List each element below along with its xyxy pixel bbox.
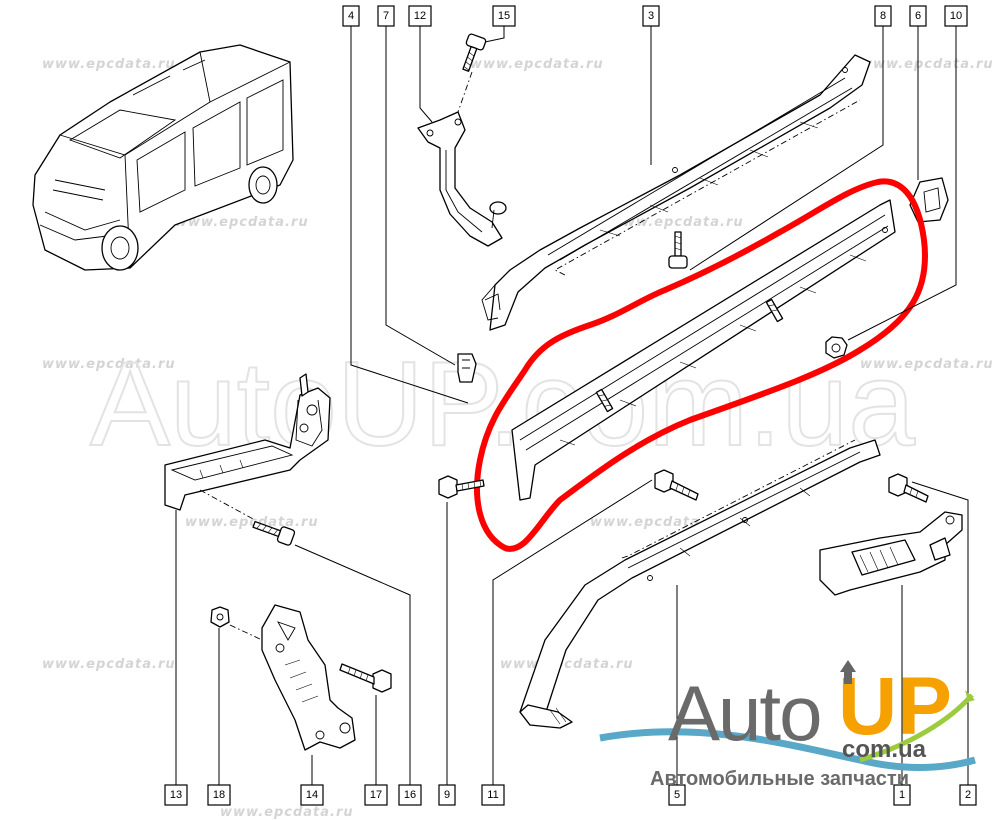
callout-number: 7 bbox=[383, 10, 389, 22]
bolt-icon bbox=[888, 473, 929, 503]
watermark-site-text: www.epcdata.ru bbox=[590, 515, 724, 530]
callout-number: 5 bbox=[674, 789, 680, 801]
watermark-site-text: www.epcdata.ru bbox=[220, 805, 354, 820]
bolt-icon bbox=[339, 663, 392, 693]
watermark-site-text: www.epcdata.ru bbox=[42, 57, 176, 72]
logo-domain-text: com.ua bbox=[842, 736, 927, 763]
callout-11: 11 bbox=[481, 784, 505, 806]
clip-icon bbox=[457, 353, 477, 383]
callout-12: 12 bbox=[408, 5, 432, 27]
part-13-hinge-bracket bbox=[164, 373, 331, 511]
logo-auto-text: Auto bbox=[668, 669, 820, 757]
bolt-icon bbox=[654, 469, 699, 501]
callout-10: 10 bbox=[944, 5, 968, 27]
callout-number: 16 bbox=[404, 789, 416, 801]
watermark-site-text: www.epcdata.ru bbox=[470, 57, 604, 72]
bolt-icon bbox=[668, 231, 688, 269]
callout-16: 16 bbox=[398, 784, 422, 806]
callout-number: 11 bbox=[487, 789, 498, 801]
callout-number: 14 bbox=[306, 789, 318, 801]
callout-number: 3 bbox=[648, 10, 654, 22]
assembly-line bbox=[229, 624, 263, 641]
callout-18: 18 bbox=[207, 784, 231, 806]
leader-lines bbox=[175, 26, 969, 785]
assembly-line bbox=[621, 439, 856, 559]
highlighted-rail bbox=[511, 199, 896, 501]
callout-3: 3 bbox=[642, 5, 660, 27]
callout-number: 9 bbox=[444, 789, 450, 801]
callout-4: 4 bbox=[342, 5, 360, 27]
callout-number: 10 bbox=[950, 10, 962, 22]
assembly-line bbox=[554, 99, 861, 276]
callout-17: 17 bbox=[364, 784, 388, 806]
callout-8: 8 bbox=[874, 5, 892, 27]
bolt-icon bbox=[765, 298, 784, 323]
bolt-icon bbox=[252, 520, 296, 546]
callout-1: 1 bbox=[893, 784, 911, 806]
callout-14: 14 bbox=[300, 784, 324, 806]
callout-number: 6 bbox=[915, 10, 921, 22]
nut-icon bbox=[210, 606, 230, 628]
callout-9: 9 bbox=[438, 784, 456, 806]
logo-swoosh-green bbox=[859, 693, 974, 763]
callout-number: 17 bbox=[370, 789, 382, 801]
nut-icon bbox=[825, 336, 848, 359]
callout-6: 6 bbox=[909, 5, 927, 27]
watermark-site-text: www.epcdata.ru bbox=[175, 215, 309, 230]
callout-15: 15 bbox=[492, 5, 516, 27]
watermark-site-text: www.epcdata.ru bbox=[610, 215, 744, 230]
assembly-line bbox=[457, 71, 473, 113]
callout-number: 13 bbox=[170, 789, 182, 801]
autoup-logo: Auto UP com.ua Автомобильные запчасти bbox=[599, 660, 976, 790]
watermark-site-text: www.epcdata.ru bbox=[42, 657, 176, 672]
highlight-outline bbox=[474, 178, 928, 552]
callout-number: 4 bbox=[348, 10, 354, 22]
bolt-icon bbox=[595, 388, 614, 413]
watermark-site-text: www.epcdata.ru bbox=[42, 357, 176, 372]
callout-2: 2 bbox=[959, 784, 977, 806]
part-1-actuator bbox=[819, 511, 963, 596]
watermark-site-text: www.epcdata.ru bbox=[185, 515, 319, 530]
part-14-lower-hinge bbox=[261, 604, 356, 751]
callout-13: 13 bbox=[164, 784, 188, 806]
watermark-site-text: www.epcdata.ru bbox=[500, 657, 634, 672]
callout-number: 2 bbox=[965, 789, 971, 801]
logo-tagline-text: Автомобильные запчасти bbox=[650, 768, 909, 790]
van-illustration bbox=[32, 44, 294, 271]
bolt-icon bbox=[438, 475, 485, 499]
callout-number: 18 bbox=[213, 789, 225, 801]
callout-number: 1 bbox=[899, 789, 905, 801]
logo-swoosh-blue bbox=[599, 728, 976, 771]
bolt-icon bbox=[462, 33, 487, 72]
arrow-up-icon bbox=[840, 660, 856, 684]
part-12-bracket bbox=[417, 111, 507, 247]
watermark-site-text: www.epcdata.ru bbox=[860, 357, 994, 372]
callout-number: 12 bbox=[414, 10, 426, 22]
part-5-lower-rail bbox=[519, 439, 881, 729]
assembly-line bbox=[199, 489, 256, 521]
callout-number: 8 bbox=[880, 10, 886, 22]
callout-7: 7 bbox=[377, 5, 395, 27]
logo-up-text: UP bbox=[838, 661, 952, 752]
watermark-site-text: www.epcdata.ru bbox=[860, 57, 994, 72]
arrow-up-icon bbox=[965, 690, 975, 702]
part-3-upper-rail bbox=[481, 54, 871, 331]
callout-5: 5 bbox=[668, 784, 686, 806]
callout-number: 15 bbox=[498, 10, 510, 22]
